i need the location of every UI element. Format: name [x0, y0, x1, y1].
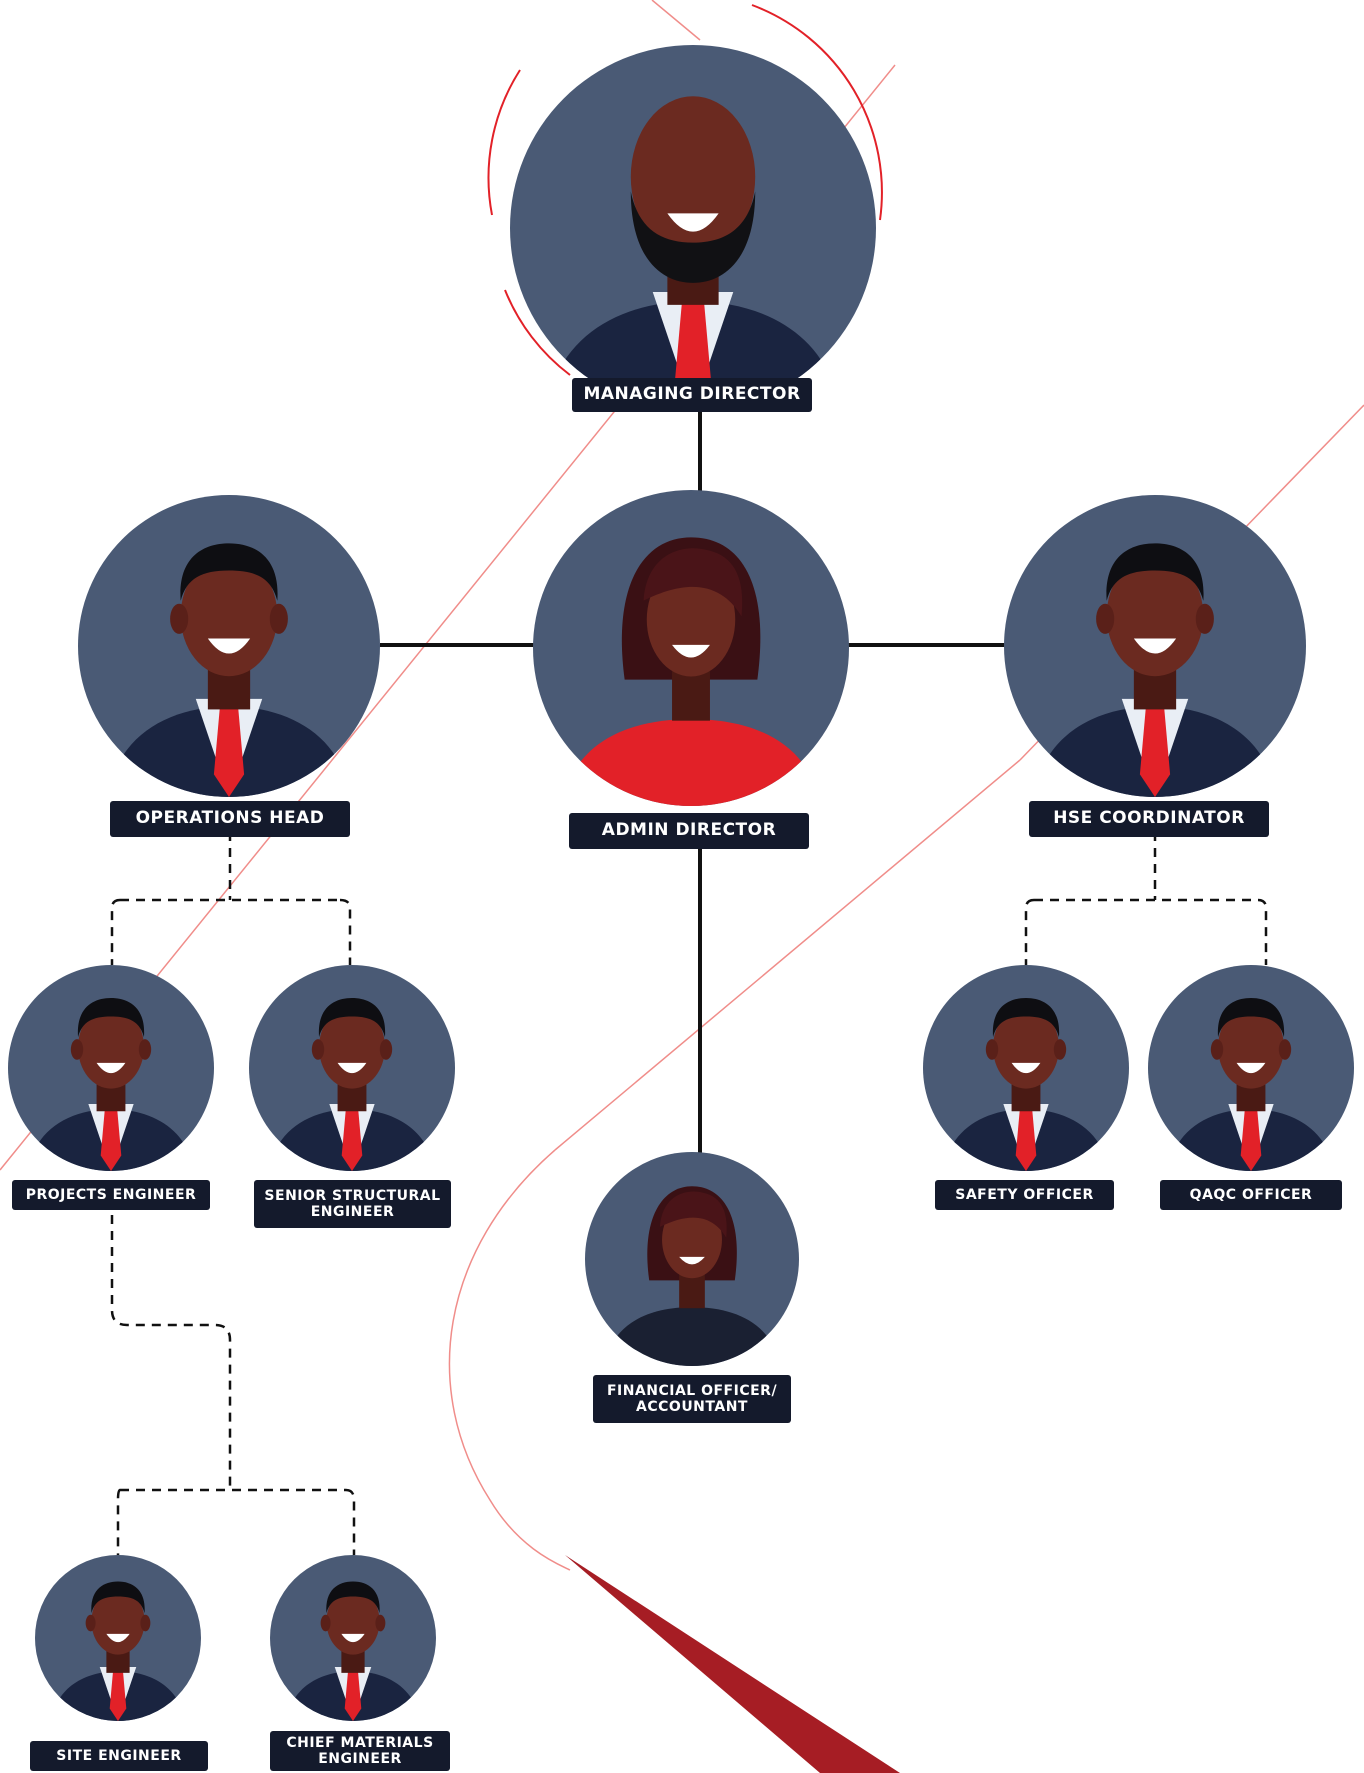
- decor-diagonal-line-2b: [554, 759, 1021, 1151]
- man-avatar-icon: [1148, 965, 1354, 1171]
- decor-s-curve: [448, 1149, 571, 1571]
- hse-coordinator-avatar: [1004, 495, 1306, 797]
- hse-coordinator-label: HSE COORDINATOR: [1029, 801, 1269, 837]
- senior-structural-engineer-avatar: [249, 965, 455, 1171]
- man-avatar-icon: [78, 495, 380, 797]
- decor-top-line: [651, 0, 701, 41]
- senior-structural-engineer-label: SENIOR STRUCTURAL ENGINEER: [254, 1180, 451, 1228]
- dashed-ops-branch: [110, 832, 352, 965]
- managing-director-avatar: [510, 45, 876, 411]
- safety-officer-label: SAFETY OFFICER: [935, 1180, 1114, 1210]
- operations-head-avatar: [78, 495, 380, 797]
- chief-materials-engineer-label: CHIEF MATERIALS ENGINEER: [270, 1731, 450, 1771]
- man-avatar-icon: [249, 965, 455, 1171]
- safety-officer-avatar: [923, 965, 1129, 1171]
- operations-head-label: OPERATIONS HEAD: [110, 801, 350, 837]
- financial-officer-avatar: [585, 1152, 799, 1366]
- man-avatar-icon: [270, 1555, 436, 1721]
- site-engineer-label: SITE ENGINEER: [30, 1741, 208, 1771]
- decor-red-wedge: [565, 1555, 900, 1773]
- site-engineer-avatar: [35, 1555, 201, 1721]
- dashed-projects-branch: [110, 1215, 356, 1555]
- projects-engineer-avatar: [8, 965, 214, 1171]
- chief-materials-engineer-avatar: [270, 1555, 436, 1721]
- projects-engineer-label: PROJECTS ENGINEER: [12, 1180, 210, 1210]
- decor-red-arc-right: [751, 4, 883, 221]
- man-avatar-icon: [1004, 495, 1306, 797]
- dashed-hse-branch: [1024, 832, 1268, 965]
- woman-avatar-icon: [533, 490, 849, 806]
- decor-red-arc-left: [487, 69, 521, 216]
- qaqc-officer-label: QAQC OFFICER: [1160, 1180, 1342, 1210]
- bearded-man-avatar-icon: [510, 45, 876, 411]
- admin-director-label: ADMIN DIRECTOR: [569, 813, 809, 849]
- man-avatar-icon: [8, 965, 214, 1171]
- admin-director-avatar: [533, 490, 849, 806]
- woman-avatar-icon: [585, 1152, 799, 1366]
- man-avatar-icon: [35, 1555, 201, 1721]
- decor-red-arc-left-2: [504, 289, 571, 376]
- man-avatar-icon: [923, 965, 1129, 1171]
- financial-officer-label: FINANCIAL OFFICER/ ACCOUNTANT: [593, 1375, 791, 1423]
- qaqc-officer-avatar: [1148, 965, 1354, 1171]
- managing-director-label: MANAGING DIRECTOR: [572, 378, 812, 412]
